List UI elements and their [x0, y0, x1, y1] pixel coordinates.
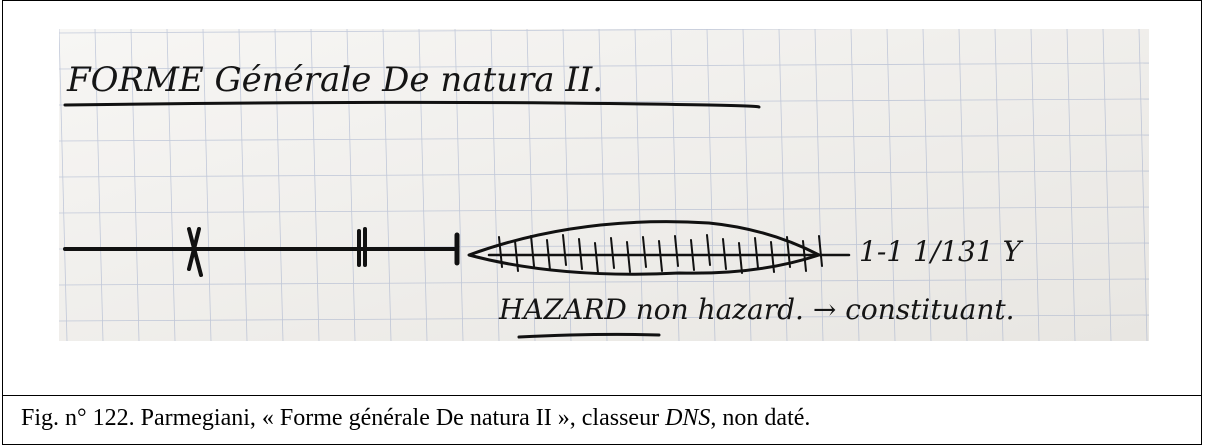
caption-suffix: , non daté.: [710, 405, 811, 431]
hatch-stroke: [530, 235, 535, 267]
grid-line: [94, 29, 104, 341]
grid-line: [1030, 29, 1040, 341]
hatch-stroke: [594, 242, 599, 274]
grid-line: [1102, 29, 1112, 341]
handwritten-sketch-photo: FORME Générale De natura II. 1-1 1/131 Y…: [59, 29, 1149, 341]
figure-caption: Fig. n° 122. Parmegiani, « Forme général…: [21, 403, 1191, 433]
sketch-annotation: HAZARD non hazard. → constituant.: [498, 293, 1015, 326]
hatch-stroke: [818, 235, 823, 267]
grid-line: [958, 29, 968, 341]
grid-line: [994, 29, 1004, 341]
grid-line: [454, 29, 464, 341]
grid-line: [814, 29, 824, 341]
annotation-underline: [517, 332, 661, 339]
title-underline: [63, 100, 761, 109]
photo-cell: FORME Générale De natura II. 1-1 1/131 Y…: [3, 1, 1201, 396]
hatch-stroke: [546, 239, 551, 271]
grid-line: [850, 29, 860, 341]
grid-line: [598, 29, 608, 341]
hatch-stroke: [690, 239, 695, 271]
hatch-stroke: [786, 236, 791, 268]
hatch-stroke: [770, 241, 775, 273]
hatch-stroke: [754, 237, 759, 269]
hatch-stroke: [642, 236, 647, 268]
hatch-stroke: [578, 238, 583, 270]
grid-line: [1066, 29, 1076, 341]
grid-line: [166, 29, 176, 341]
lens-hatching: [498, 234, 823, 274]
grid-line: [59, 134, 1149, 142]
hatch-stroke: [610, 237, 615, 269]
grid-line: [59, 170, 1149, 178]
tick-mark-2: [357, 227, 367, 267]
sketch-title: FORME Générale De natura II.: [66, 60, 603, 100]
grid-line: [238, 29, 248, 341]
grid-line: [886, 29, 896, 341]
grid-line: [670, 29, 680, 341]
grid-line: [706, 29, 716, 341]
grid-line: [922, 29, 932, 341]
sketch-marks: 1-1 1/131 Y: [859, 235, 1024, 268]
hatch-stroke: [802, 240, 807, 272]
grid-line: [490, 29, 500, 341]
grid-line: [59, 29, 68, 341]
hatch-stroke: [722, 238, 727, 270]
grid-line: [742, 29, 752, 341]
hatch-stroke: [498, 236, 503, 268]
grid-line: [59, 29, 859, 34]
hatch-stroke: [626, 241, 631, 273]
hatch-stroke: [706, 234, 711, 266]
hatch-stroke: [738, 242, 743, 274]
grid-line: [562, 29, 572, 341]
grid-line: [346, 29, 356, 341]
hatch-stroke: [514, 240, 519, 272]
grid-line: [59, 62, 1149, 70]
grid-line: [274, 29, 284, 341]
hatch-stroke: [658, 240, 663, 272]
grid-line: [418, 29, 428, 341]
grid-line: [310, 29, 320, 341]
caption-prefix: Fig. n° 122. Parmegiani, « Forme général…: [21, 405, 666, 431]
hatch-stroke: [674, 235, 679, 267]
grid-line: [130, 29, 140, 341]
grid-line: [59, 314, 1149, 322]
grid-line: [778, 29, 788, 341]
grid-line: [526, 29, 536, 341]
grid-line: [1138, 29, 1148, 341]
grid-line: [202, 29, 212, 341]
tick-x-mark: [187, 227, 203, 277]
grid-line: [59, 206, 1149, 214]
grid-line: [634, 29, 644, 341]
hatch-stroke: [562, 234, 567, 266]
sketch-svg: FORME Générale De natura II. 1-1 1/131 Y…: [59, 29, 1149, 341]
grid-line: [382, 29, 392, 341]
caption-italic-dns: DNS: [665, 405, 711, 431]
grid-line: [59, 278, 1149, 286]
